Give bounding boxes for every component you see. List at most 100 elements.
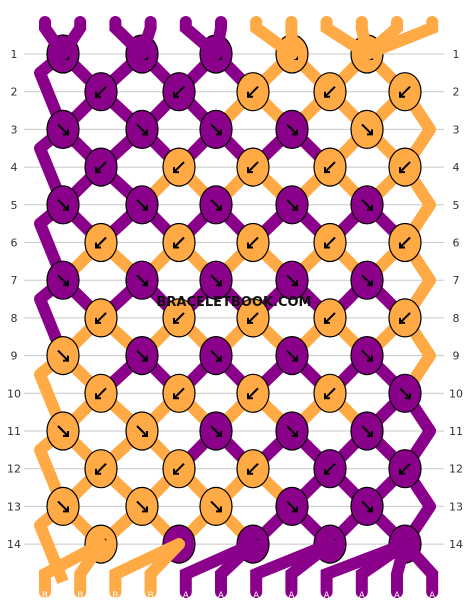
row-number-right: 14 — [449, 538, 463, 551]
strand-top-tail — [109, 16, 148, 60]
knot-arrow-head — [324, 242, 330, 249]
knot-arrow-shaft — [136, 425, 148, 437]
knot — [84, 373, 118, 413]
knot — [350, 336, 384, 376]
knot-arrow-head — [292, 431, 298, 437]
knot-arrow-head — [367, 129, 373, 136]
row-number-left: 9 — [11, 350, 18, 363]
strand-bottom-tail — [74, 538, 107, 598]
knot-arrow-shaft — [324, 462, 336, 475]
row-number-right: 1 — [453, 48, 460, 61]
knot — [199, 185, 233, 225]
knot-arrow-shaft — [210, 500, 222, 513]
knot-arrow-shaft — [324, 85, 336, 98]
strand-bottom-tail — [215, 538, 259, 598]
knot-arrow-head — [63, 506, 69, 513]
row-number-right: 12 — [449, 463, 463, 476]
knot — [125, 336, 159, 376]
knot-arrow-shaft — [399, 312, 411, 324]
knot — [46, 336, 80, 376]
knot-arrow-shaft — [210, 274, 222, 286]
strand-top-label: A — [148, 7, 155, 17]
knot-arrow-head — [324, 91, 330, 98]
knot-arrow-shaft — [324, 312, 336, 324]
strand-top-tail — [136, 16, 157, 60]
strand-bottom-label: B — [42, 591, 48, 601]
strand-top-label: A — [112, 7, 119, 17]
knot-arrow-head — [142, 129, 148, 136]
knot-arrow-shaft — [136, 274, 148, 286]
knot-arrow-shaft — [95, 387, 107, 400]
knot-arrow-head — [142, 431, 148, 437]
knot — [388, 298, 422, 338]
row-number-right: 2 — [453, 86, 460, 99]
knot-arrow-head — [173, 167, 179, 174]
knot — [199, 486, 233, 526]
row-number-left: 7 — [11, 274, 18, 287]
knot — [350, 411, 384, 451]
knot-arrow-head — [367, 506, 373, 513]
watermark: BRACELETBOOK.COM — [157, 295, 312, 310]
strand-top-tail — [210, 16, 227, 60]
knot — [46, 411, 80, 451]
knot — [313, 147, 347, 187]
strand-top-label: A — [218, 7, 225, 17]
knot-arrow-shaft — [173, 387, 185, 400]
knot-arrow-shaft — [136, 500, 148, 513]
knot-arrow-shaft — [286, 274, 298, 286]
knot-arrow-head — [247, 242, 253, 249]
knot-arrow-head — [247, 393, 253, 400]
row-number-right: 9 — [453, 350, 460, 363]
strand-bottom-label: A — [429, 591, 436, 601]
knot-arrow-head — [63, 431, 69, 437]
knot — [350, 260, 384, 300]
knot-arrow-shaft — [136, 349, 148, 362]
knot — [162, 72, 196, 112]
knot — [388, 72, 422, 112]
knot-arrow-shaft — [57, 500, 69, 513]
knot-arrow-shaft — [173, 236, 185, 249]
knot-arrow-head — [142, 506, 148, 513]
knot-arrow-head — [367, 355, 373, 362]
knot-arrow-shaft — [286, 425, 298, 437]
strand-top-label: B — [253, 7, 259, 17]
row-number-right: 7 — [453, 274, 460, 287]
knot-arrow-shaft — [324, 161, 336, 173]
knot-arrow-shaft — [173, 462, 185, 475]
strand-top-tail — [361, 16, 439, 60]
knot-arrow-shaft — [95, 312, 107, 324]
knot-arrow-head — [216, 204, 222, 211]
knot-arrow-shaft — [399, 387, 411, 400]
knot-arrow-shaft — [286, 199, 298, 211]
knot-arrow-head — [173, 468, 179, 475]
row-number-left: 5 — [11, 199, 18, 212]
knot — [388, 449, 422, 489]
knot-arrow-shaft — [95, 236, 107, 249]
knot-arrow-shaft — [286, 123, 298, 136]
knot-arrow-head — [216, 355, 222, 362]
knot-arrow-head — [142, 355, 148, 362]
row-number-left: 1 — [11, 48, 18, 61]
row-number-right: 11 — [449, 425, 463, 438]
knot-arrow-head — [216, 280, 222, 287]
strand-bottom-label: B — [112, 591, 118, 601]
knot-arrow-shaft — [286, 500, 298, 513]
knot-arrow-shaft — [361, 199, 373, 211]
knot-arrow-shaft — [173, 161, 185, 173]
knot — [350, 185, 384, 225]
knot-arrow-head — [405, 393, 411, 400]
row-number-left: 11 — [7, 425, 21, 438]
knot-arrow-head — [399, 91, 405, 98]
row-number-left: 6 — [11, 237, 18, 250]
knot-arrow-head — [292, 355, 298, 362]
strand-bottom-tail — [144, 538, 185, 598]
strand-bottom-tail — [399, 538, 439, 598]
knot-arrow-shaft — [247, 236, 259, 249]
row-number-right: 6 — [453, 237, 460, 250]
row-number-right: 4 — [453, 161, 460, 174]
strand-bottom-label: A — [359, 591, 366, 601]
strand-bottom-label: A — [324, 591, 331, 601]
knot — [84, 449, 118, 489]
knot — [236, 147, 270, 187]
